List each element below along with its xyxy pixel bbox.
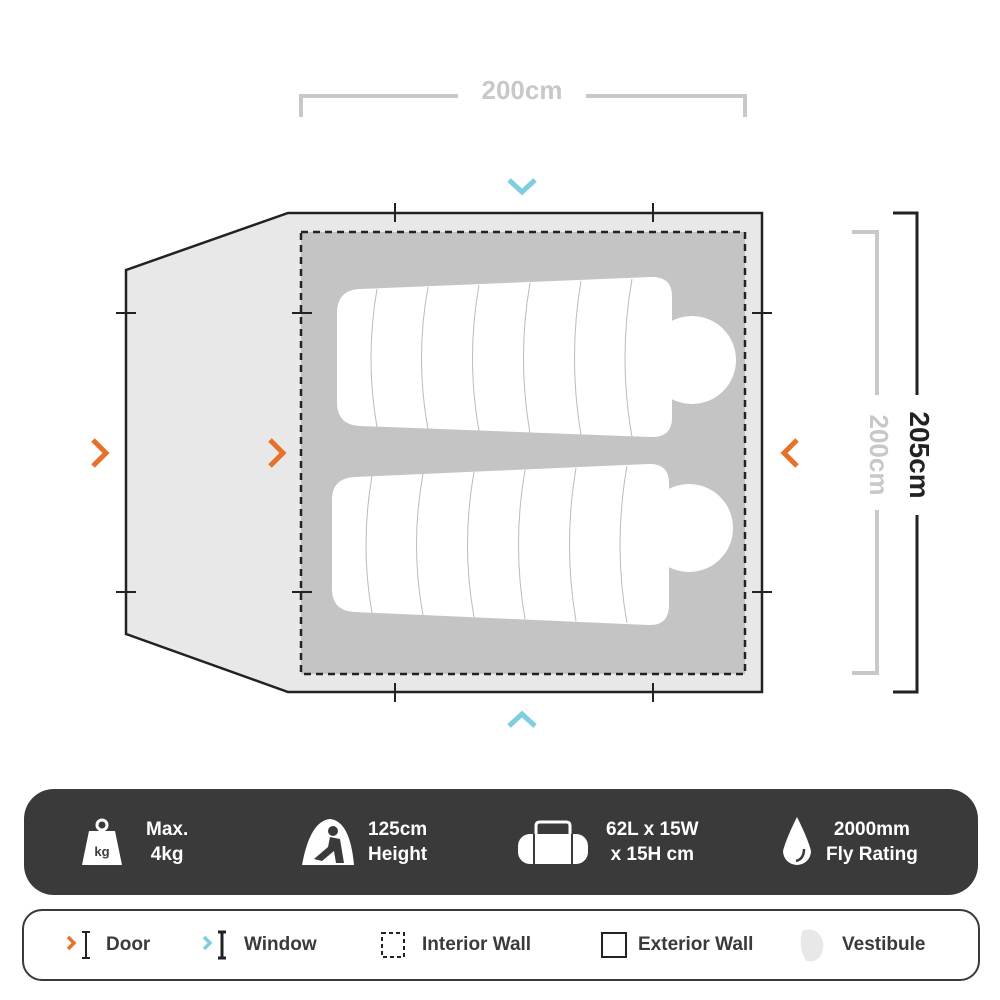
door-marker-inner-left [268,438,287,468]
legend-door: Door [64,911,150,979]
outer-length-dimension [893,211,919,694]
sleeping-bag [337,276,736,438]
exterior-wall-icon [601,932,627,958]
legend-interior-wall: Interior Wall [380,911,531,979]
spec-height-line1: 125cm [368,819,428,840]
legend-exterior-wall: Exterior Wall [600,911,753,979]
legend-interior-wall-label: Interior Wall [422,934,532,955]
spec-packed-line1: 62L x 15W [606,819,699,840]
tent-floor-plan: 200cm 200c [91,75,935,728]
inner-length-dimension [852,230,879,675]
water-drop-icon [783,817,811,865]
spec-weight: kg Max. 4kg [80,789,188,895]
outer-length-label: 205cm [904,411,935,498]
legend-window-label: Window [244,934,317,955]
inner-length-label: 200cm [864,415,894,496]
interior-wall-icon [381,932,405,958]
legend-exterior-wall-label: Exterior Wall [638,934,754,955]
window-marker-top [507,178,537,196]
door-icon [66,931,90,959]
spec-fly-line2: Fly Rating [826,844,918,865]
legend-door-label: Door [106,934,151,955]
door-marker-right [780,438,799,468]
legend-window: Window [200,911,317,979]
legend: Door Window Interior Wall Exterior Wall … [22,909,980,981]
duffel-bag-icon [518,820,588,864]
spec-weight-line1: Max. [146,819,189,840]
tent-person-icon [302,819,354,865]
spec-height-line2: Height [368,844,428,865]
vestibule-icon [800,929,824,962]
top-width-label: 200cm [482,75,563,105]
spec-weight-line2: 4kg [150,844,184,865]
window-marker-bottom [507,710,537,728]
door-marker-outer-left [91,438,110,468]
top-width-dimension [299,94,747,117]
svg-text:kg: kg [94,844,109,859]
wall-ticks [116,203,772,702]
sleeping-bag [332,463,733,626]
legend-vestibule: Vestibule [796,911,925,979]
spec-packed-size: 62L x 15W x 15H cm [516,789,699,895]
legend-vestibule-label: Vestibule [842,934,926,955]
weight-kg-icon: kg [82,818,122,865]
spec-packed-line2: x 15H cm [610,844,695,865]
spec-fly-line1: 2000mm [833,819,910,840]
window-icon [202,930,226,960]
